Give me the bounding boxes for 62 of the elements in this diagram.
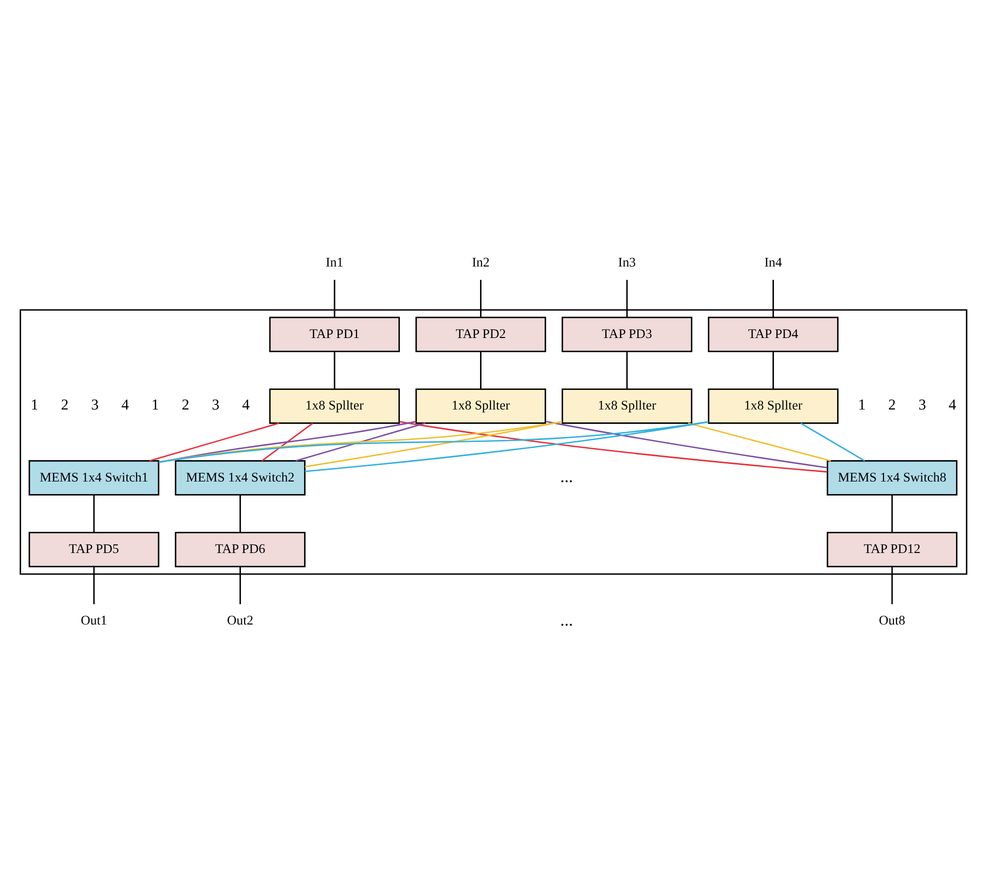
node-text: In3	[618, 254, 636, 269]
cluster	[20, 308, 968, 574]
node-box: 1x8 Spllter	[562, 388, 692, 424]
node-box: TAP PD3	[562, 316, 692, 352]
label: 4	[948, 397, 956, 414]
connector	[891, 494, 893, 532]
node-text: In2	[472, 254, 490, 269]
connector	[158, 420, 708, 462]
label: ...	[560, 466, 573, 486]
connector	[334, 279, 336, 317]
connector	[480, 351, 482, 389]
label: 3	[212, 397, 220, 414]
connector	[262, 422, 314, 461]
node-box: 1x8 Spllter	[415, 388, 546, 424]
node-box: 1x8 Spllter	[708, 388, 839, 424]
connector	[800, 422, 866, 461]
node-box: MEMS 1x4 Switch1	[28, 460, 160, 496]
node-box: TAP PD2	[415, 316, 546, 352]
connector	[626, 351, 628, 389]
node-box: TAP PD1	[269, 316, 400, 352]
label: 4	[242, 397, 250, 414]
connector	[334, 351, 336, 389]
node-text: In1	[326, 254, 344, 269]
node-box: TAP PD6	[174, 531, 306, 567]
label: 1	[30, 397, 38, 414]
connector	[304, 420, 708, 472]
label: 4	[121, 397, 129, 414]
label: 1	[858, 397, 866, 414]
label: ...	[560, 610, 573, 629]
connector	[891, 566, 893, 604]
node-box: MEMS 1x4 Switch2	[174, 460, 306, 496]
label: 2	[182, 397, 190, 414]
node-box: TAP PD5	[28, 531, 160, 567]
connector	[546, 420, 828, 468]
node-box: TAP PD12	[826, 531, 958, 567]
connector	[296, 422, 426, 461]
node-box: MEMS 1x4 Switch8	[826, 460, 958, 496]
connector	[240, 566, 241, 604]
connector	[626, 279, 628, 317]
node-box: 1x8 Spllter	[269, 388, 400, 424]
node-text: Out8	[878, 612, 906, 628]
node-text: Out1	[80, 612, 108, 628]
connector	[158, 420, 416, 463]
label: 2	[888, 397, 896, 414]
connector	[240, 494, 241, 532]
connector	[93, 494, 95, 532]
label: 3	[91, 397, 99, 414]
node-text: In4	[764, 254, 782, 269]
connector	[772, 279, 774, 317]
connector	[158, 420, 562, 462]
connector	[149, 422, 280, 461]
connector	[399, 420, 828, 472]
connector	[480, 279, 482, 317]
connector	[93, 566, 95, 604]
connector	[772, 351, 774, 389]
label: 3	[918, 397, 926, 414]
connector	[304, 420, 562, 467]
label: 1	[152, 397, 160, 414]
node-text: Out2	[227, 612, 254, 628]
connector	[688, 422, 831, 461]
label: 2	[60, 397, 68, 414]
node-box: TAP PD4	[708, 316, 839, 352]
